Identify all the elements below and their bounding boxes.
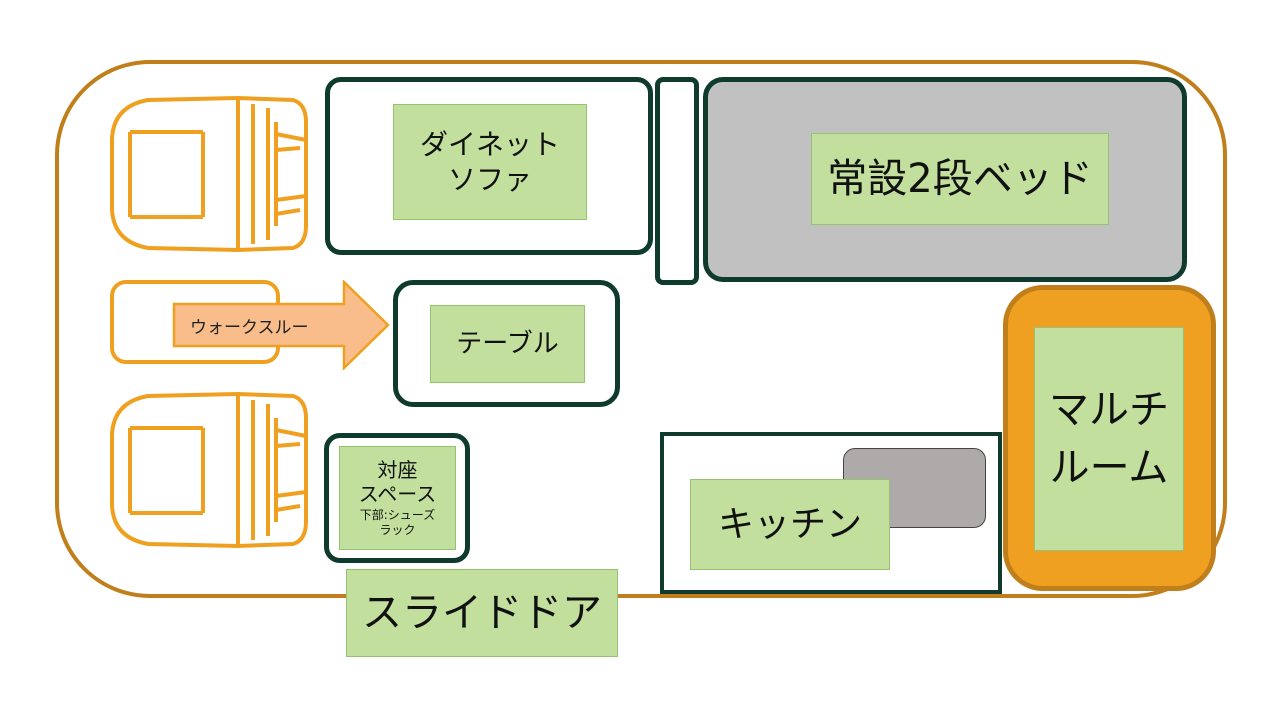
driver-seat-icon [108, 92, 310, 257]
kitchen-text: キッチン [717, 504, 862, 545]
multi-room-label: マルチ ルーム [1034, 327, 1184, 551]
dinette-sofa-text: ダイネット ソファ [419, 128, 560, 196]
dinette-sofa-label: ダイネット ソファ [393, 104, 587, 220]
divider-panel [655, 77, 699, 285]
multi-room-text: マルチ ルーム [1049, 387, 1169, 491]
walkthrough-arrow-icon [172, 279, 392, 371]
table-label: テーブル [430, 305, 585, 383]
facing-seat-note: 下部:シューズ ラック [359, 508, 436, 537]
bunk-bed-text: 常設2段ベッド [827, 156, 1093, 202]
kitchen-label: キッチン [690, 479, 890, 570]
slide-door-label: スライドドア [346, 569, 618, 657]
facing-seat-label: 対座 スペース 下部:シューズ ラック [339, 446, 456, 550]
bunk-bed-label: 常設2段ベッド [811, 133, 1109, 225]
passenger-seat-icon [108, 388, 310, 553]
walkthrough-label: ウォークスルー [190, 317, 309, 338]
table-text: テーブル [456, 328, 559, 359]
slide-door-text: スライドドア [362, 590, 602, 636]
facing-seat-title: 対座 スペース [358, 458, 437, 506]
